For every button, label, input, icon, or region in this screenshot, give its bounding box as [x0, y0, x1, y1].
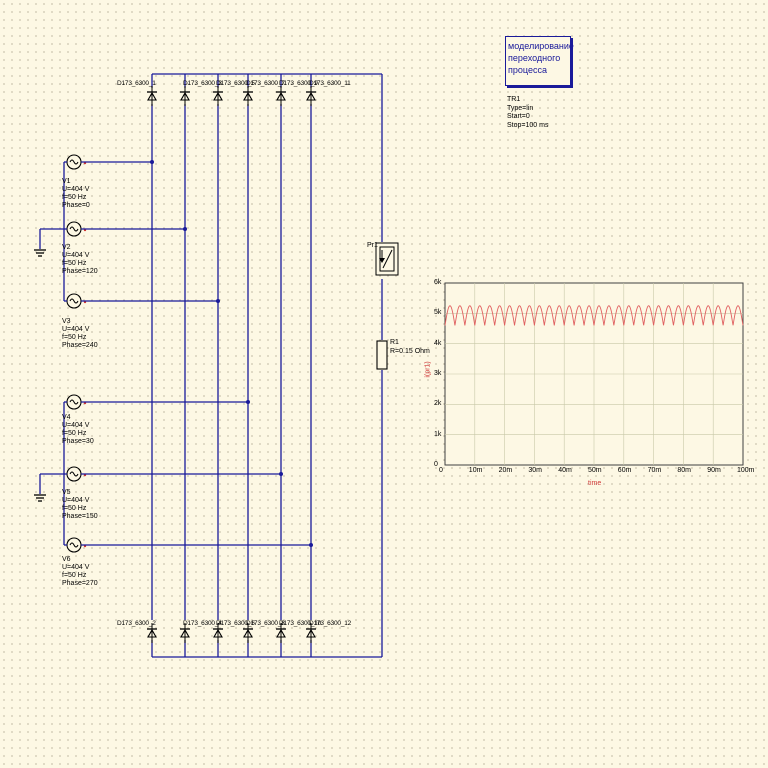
y-tick-label: 5k [434, 309, 442, 317]
note-line-2: переходного [508, 53, 561, 63]
y-tick-label: 2k [434, 400, 442, 408]
x-tick-label: 10m [468, 467, 483, 474]
diode-top-label: D173_6300_9 [279, 80, 318, 87]
source-name: V6 [62, 556, 71, 563]
x-tick-label: 90m [707, 467, 721, 474]
probe-needle [382, 249, 393, 269]
x-tick-label: 70m [647, 467, 662, 474]
sine-icon [69, 471, 79, 477]
source-voltage: U=404 V [62, 564, 90, 571]
probe-label: Pr1 [367, 242, 378, 249]
transient-name: TR1 [507, 96, 521, 103]
y-tick-label: 0 [434, 461, 438, 468]
diode-bottom-label: D173_6300_12 [309, 620, 352, 627]
diode-bottom-label: D173_6300_10 [279, 620, 322, 627]
source-frequency: f=50 Hz [62, 430, 87, 437]
wire-junction [309, 543, 313, 547]
wire-junction [183, 227, 187, 231]
resistor-value: R=0.15 Ohm [390, 348, 430, 355]
source-phase: Phase=150 [62, 513, 98, 520]
diode-top-label: D173_6300_7 [246, 80, 285, 87]
x-tick-label: 0 [439, 467, 443, 474]
x-tick-label: 100m [737, 467, 755, 474]
transient-stop: Stop=100 ms [507, 121, 549, 129]
diode-bottom-label: D173_6300_8 [246, 620, 285, 627]
source-frequency: f=50 Hz [62, 505, 87, 512]
sine-icon [69, 298, 79, 304]
sine-icon [69, 159, 79, 165]
x-tick-label: 30m [528, 467, 543, 474]
wire-junction [216, 299, 220, 303]
diode-bottom-label: D173_6300_6 [216, 620, 255, 627]
source-name: V3 [62, 318, 71, 325]
y-tick-label: 6k [434, 279, 442, 286]
wire-junction [279, 472, 283, 476]
wire-junction [246, 400, 250, 404]
resistor-r1[interactable] [376, 340, 388, 370]
sine-icon [69, 542, 79, 548]
source-phase: Phase=30 [62, 438, 94, 445]
source-name: V1 [62, 178, 71, 185]
source-phase: Phase=270 [62, 580, 98, 587]
diode-bottom-label: D173_6300_2 [117, 620, 156, 627]
x-tick-label: 80m [677, 467, 692, 474]
resistor-name: R1 [390, 339, 399, 346]
x-tick-label: 50m [588, 467, 602, 474]
y-tick-label: 4k [434, 339, 442, 347]
y-tick-label: 1k [434, 430, 442, 438]
source-phase: Phase=0 [62, 202, 90, 209]
diode-top-label: D173_6300_11 [309, 80, 351, 87]
source-name: V2 [62, 244, 71, 251]
wire-junction [150, 160, 154, 164]
x-tick-label: 20m [498, 467, 513, 474]
x-tick-label: 40m [558, 467, 572, 474]
note-line-1: моделирование [508, 41, 574, 51]
source-voltage: U=404 V [62, 252, 90, 259]
y-tick-label: 3k [434, 370, 442, 377]
source-name: V4 [62, 414, 71, 421]
source-voltage: U=404 V [62, 497, 90, 504]
sine-icon [69, 226, 79, 232]
source-frequency: f=50 Hz [62, 260, 87, 267]
source-phase: Phase=120 [62, 268, 98, 275]
source-voltage: U=404 V [62, 326, 90, 333]
source-voltage: U=404 V [62, 186, 90, 193]
diode-top-label: D173_6300_1 [117, 80, 156, 87]
transient-type: Type=lin [507, 104, 534, 112]
source-frequency: f=50 Hz [62, 572, 87, 579]
diode-bottom-label: D173_6300_4 [183, 620, 222, 627]
arrow-down-icon [379, 258, 385, 263]
note-line-3: процесса [508, 65, 547, 75]
x-tick-label: 60m [617, 467, 632, 474]
note-box[interactable]: моделирование переходного процесса [505, 36, 574, 86]
diode-top-label: D173_6300_3 [183, 80, 222, 87]
sine-icon [69, 399, 79, 405]
diode-top-label: D173_6300_5 [216, 80, 255, 87]
source-frequency: f=50 Hz [62, 194, 87, 201]
source-voltage: U=404 V [62, 422, 90, 429]
source-name: V5 [62, 489, 71, 496]
plot-series-line [444, 305, 744, 326]
source-frequency: f=50 Hz [62, 334, 87, 341]
transient-sim-block[interactable]: TR1 Type=lin Start=0 Stop=100 ms [507, 96, 548, 130]
y-axis-label: i(pr1) [424, 361, 432, 378]
source-phase: Phase=240 [62, 342, 98, 349]
x-axis-label: time [588, 480, 602, 487]
transient-start: Start=0 [507, 113, 530, 120]
